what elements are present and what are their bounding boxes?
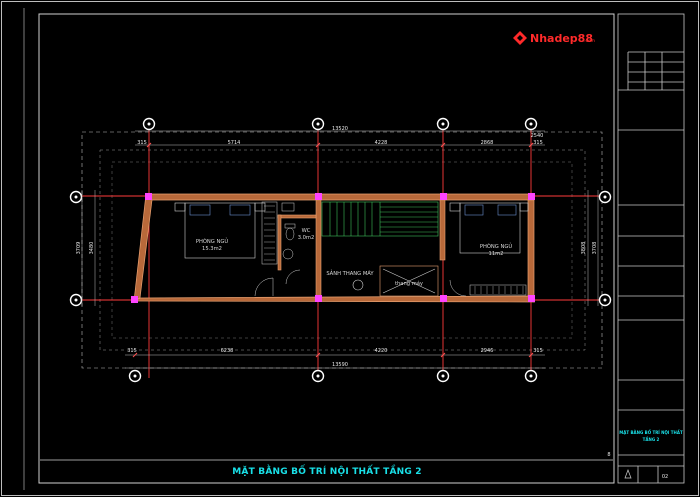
toilet-icon [281,202,296,260]
bedroom-2-name: PHÒNG NGỦ [480,242,513,250]
dim-bottom-seg-1: 6238 [221,348,234,354]
mid-boundary-dashed [111,161,573,339]
dimension-ticks [132,142,534,358]
elevator-icon [352,265,439,297]
dim-left-inner: 3480 [89,242,95,255]
title-block-name-line1: MẶT BẰNG BỐ TRÍ NỘI THẤT [619,430,683,435]
inner-boundary-dashed [99,149,586,351]
north-arrow-icon [624,469,632,479]
dim-bottom-total: 13590 [332,362,348,368]
dim-right-inner: 3808 [581,242,587,255]
outer-boundary-dashed [81,131,603,369]
wc-name: WC [302,228,311,234]
dim-bottom-seg-2: 4220 [375,348,388,354]
dim-top-seg-1: 5714 [228,140,241,146]
dim-top-right-offset: 315 [533,140,543,146]
bed-1-icon [174,202,266,259]
dim-top-total: 13520 [332,126,348,132]
sheet-inner-border [38,13,615,484]
grid-bubbles [69,117,612,383]
wardrobe-1-icon [261,201,278,265]
exterior-walls [133,193,535,303]
nhadep88-logo: Nhadep88 .com [513,31,595,45]
dim-top-seg-3: 2868 [481,140,494,146]
drawing-title: MẶT BẰNG BỐ TRÍ NỘI THẤT TẦNG 2 [232,464,421,477]
bedroom-1-area: 15.3m2 [202,246,222,252]
bedroom-2-area: 11m2 [489,251,504,257]
dim-left-outer: 3709 [76,242,82,255]
dim-right-outer: 3708 [592,242,598,255]
door-swings [254,269,467,297]
dimension-lines [81,130,599,369]
title-block [617,13,685,484]
title-block-name-line2: TẦNG 2 [643,437,660,442]
dim-top-left-offset: 315 [137,140,147,146]
dim-bottom-seg-3: 2946 [481,348,494,354]
staircase-icon [321,201,439,237]
wc-area: 3.0m2 [298,235,315,241]
title-block-sheet-code: 02 [662,474,668,480]
stair-hall-name: SẢNH THANG MÁY [326,269,374,277]
logo-text: Nhadep88 [530,32,593,45]
bedroom-1-name: PHÒNG NGỦ [196,237,229,245]
dim-bottom-right-offset: 315 [533,348,543,354]
dim-top-seg-4: 2540 [531,133,544,139]
elevator-name: thang máy [395,280,423,287]
logo-suffix: .com [584,39,595,44]
title-block-page-mark: 8 [607,452,610,458]
bed-2-icon [449,202,529,254]
dim-bottom-left-offset: 315 [127,348,137,354]
wardrobe-2-icon [469,284,527,296]
dim-top-seg-2: 4228 [375,140,388,146]
columns [131,193,535,303]
